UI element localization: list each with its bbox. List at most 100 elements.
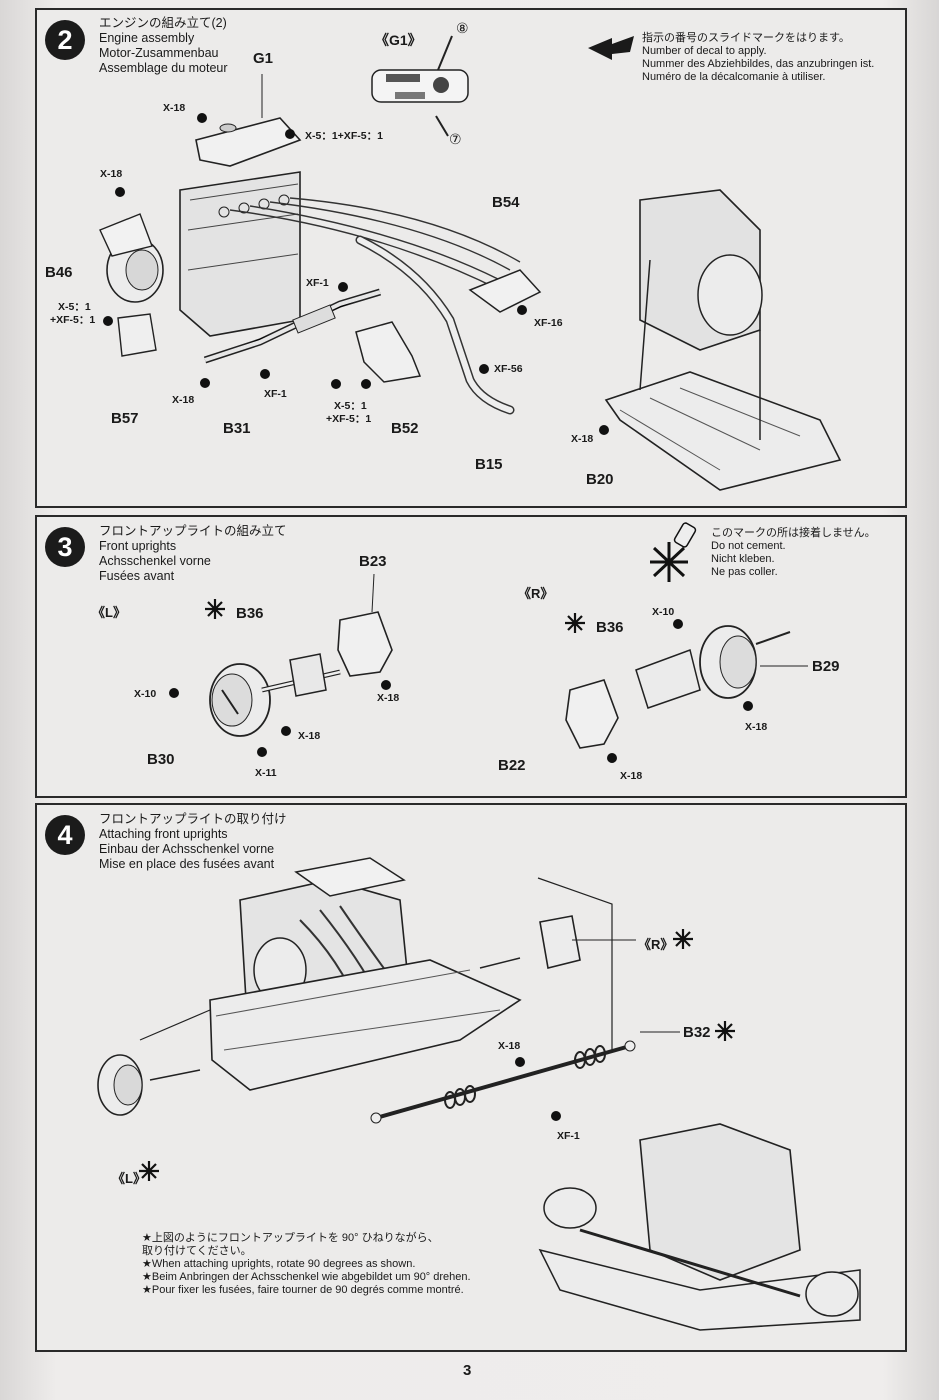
step-3-title-jp: フロントアップライトの組み立て (99, 524, 287, 538)
paint-label-x18: X-18 (498, 1040, 521, 1052)
paint-label-x10: X-10 (134, 688, 157, 700)
part-label-b20: B20 (586, 471, 614, 488)
left-side-tag: 《L》 (92, 605, 126, 620)
upright-b23 (337, 611, 393, 677)
hub-b36-right (635, 649, 701, 709)
part-label-g1: G1 (253, 50, 274, 67)
paint-label-x5: X-5：1 (58, 301, 91, 313)
page-number: 3 (463, 1362, 472, 1379)
decal-note-en: Number of decal to apply. (642, 45, 767, 57)
step-4-title-fr: Mise en place des fusées avant (99, 857, 275, 871)
step-3-panel (35, 515, 907, 798)
rotate-note-jp-2: 取り付けてください。 (142, 1245, 252, 1257)
no-cement-note: このマークの所は接着しません。 Do not cement. Nicht kle… (711, 527, 876, 579)
paint-label-x18: X-18 (571, 433, 594, 445)
no-cement-icon (650, 522, 697, 582)
decal-note: 指示の番号のスライドマークをはります。 Number of decal to a… (642, 32, 874, 84)
part-label-b36: B36 (236, 605, 264, 622)
paint-label-xf5: +XF-5：1 (50, 314, 96, 326)
rotate-note-fr: ★Pour fixer les fusées, faire tourner de… (142, 1284, 464, 1296)
decal-note-de: Nummer des Abziehbildes, das anzubringen… (642, 58, 875, 70)
part-label-b32: B32 (683, 1024, 711, 1041)
step-4-title: フロントアップライトの取り付け Attaching front uprights… (99, 812, 287, 872)
front-subframe (209, 959, 522, 1091)
decal-note-fr: Numéro de la décalcomanie à utiliser. (642, 71, 826, 83)
paint-marker-icon (515, 1057, 561, 1121)
step-2-title-de: Motor-Zusammenbau (99, 46, 219, 60)
paint-label-x5: X-5：1 (334, 400, 367, 412)
decal-note-jp: 指示の番号のスライドマークをはります。 (642, 32, 850, 44)
paint-label-xf16: XF-16 (534, 317, 563, 329)
paint-label-xf5: +XF-5：1 (326, 413, 372, 425)
right-side-tag: 《R》 (518, 586, 554, 601)
left-upright-tag: 《L》 (112, 1171, 146, 1186)
paint-label-x18: X-18 (298, 730, 321, 742)
part-label-b46: B46 (45, 264, 73, 281)
decal-stripe (386, 74, 420, 82)
step-3-title-en: Front uprights (99, 539, 177, 553)
paint-label-xf56: XF-56 (494, 363, 523, 375)
decal-leader-arrow (437, 35, 453, 71)
step-3-number: 3 (45, 527, 85, 567)
part-label-b22: B22 (498, 757, 526, 774)
hub-b36-left (289, 653, 327, 697)
right-upright-tag: 《R》 (638, 937, 674, 952)
part-label-b54: B54 (492, 194, 520, 211)
step-3-title-de: Achsschenkel vorne (99, 554, 211, 568)
paint-label-x18: X-18 (377, 692, 400, 704)
part-label-b57: B57 (111, 410, 139, 427)
rotate-note: ★上図のようにフロントアップライトを 90° ひねりながら、 取り付けてください… (142, 1232, 471, 1297)
paint-label-x18: X-18 (620, 770, 643, 782)
no-cement-fr: Ne pas coller. (711, 566, 778, 578)
part-label-b30: B30 (147, 751, 175, 768)
rotate-note-en: ★When attaching uprights, rotate 90 degr… (142, 1258, 416, 1270)
part-b57 (117, 313, 157, 357)
part-label-b31: B31 (223, 420, 251, 437)
decal-number-7: ⑦ (449, 131, 462, 147)
step-4-title-en: Attaching front uprights (99, 827, 228, 841)
no-cement-icon (205, 599, 585, 633)
engine-block (179, 171, 301, 337)
step-4-title-jp: フロントアップライトの取り付け (99, 812, 287, 826)
paint-marker-icon (169, 619, 753, 763)
rotate-note-jp-1: ★上図のようにフロントアップライトを 90° ひねりながら、 (142, 1232, 439, 1244)
paint-label-x18: X-18 (172, 394, 195, 406)
paint-label-x18: X-18 (163, 102, 186, 114)
rocker-cover-g1 (195, 117, 302, 167)
right-upright (539, 915, 581, 969)
step-2-title: エンジンの組み立て(2) Engine assembly Motor-Zusam… (99, 16, 228, 76)
decal-number-8: ⑧ (456, 20, 469, 36)
bracket-b52 (355, 321, 422, 383)
step-4-number: 4 (45, 815, 85, 855)
paint-label-x11: X-11 (255, 767, 277, 779)
rotate-note-de: ★Beim Anbringen der Achsschenkel wie abg… (142, 1271, 471, 1283)
paint-label-xf1: XF-1 (557, 1130, 580, 1142)
decal-dot (433, 77, 449, 93)
part-label-b36: B36 (596, 619, 624, 636)
step-2-title-en: Engine assembly (99, 31, 195, 45)
subframe-b20 (604, 371, 842, 491)
paint-label-x5-xf5: X-5：1+XF-5：1 (305, 130, 383, 142)
no-cement-de: Nicht kleben. (711, 553, 775, 565)
decal-leader-arrow (435, 115, 449, 137)
step-4-title-de: Einbau der Achsschenkel vorne (99, 842, 275, 856)
decal-stripe (395, 92, 425, 99)
step-3-title-fr: Fusées avant (99, 569, 175, 583)
no-cement-en: Do not cement. (711, 540, 786, 552)
paint-label-xf1: XF-1 (306, 277, 329, 289)
part-label-b29: B29 (812, 658, 840, 675)
step-2-title-jp: エンジンの組み立て(2) (99, 16, 227, 30)
part-label-b23: B23 (359, 553, 387, 570)
part-label-b15: B15 (475, 456, 503, 473)
decal-group-label: 《G1》 (375, 32, 422, 48)
part-label-b52: B52 (391, 420, 419, 437)
tie-rod-b32 (375, 1044, 631, 1120)
step-2-title-fr: Assemblage du moteur (99, 61, 228, 75)
no-cement-jp: このマークの所は接着しません。 (711, 527, 876, 539)
step-3-title: フロントアップライトの組み立て Front uprights Achsschen… (99, 524, 287, 584)
decal-arrow-icon (588, 36, 634, 60)
paint-marker-icon (103, 113, 609, 435)
